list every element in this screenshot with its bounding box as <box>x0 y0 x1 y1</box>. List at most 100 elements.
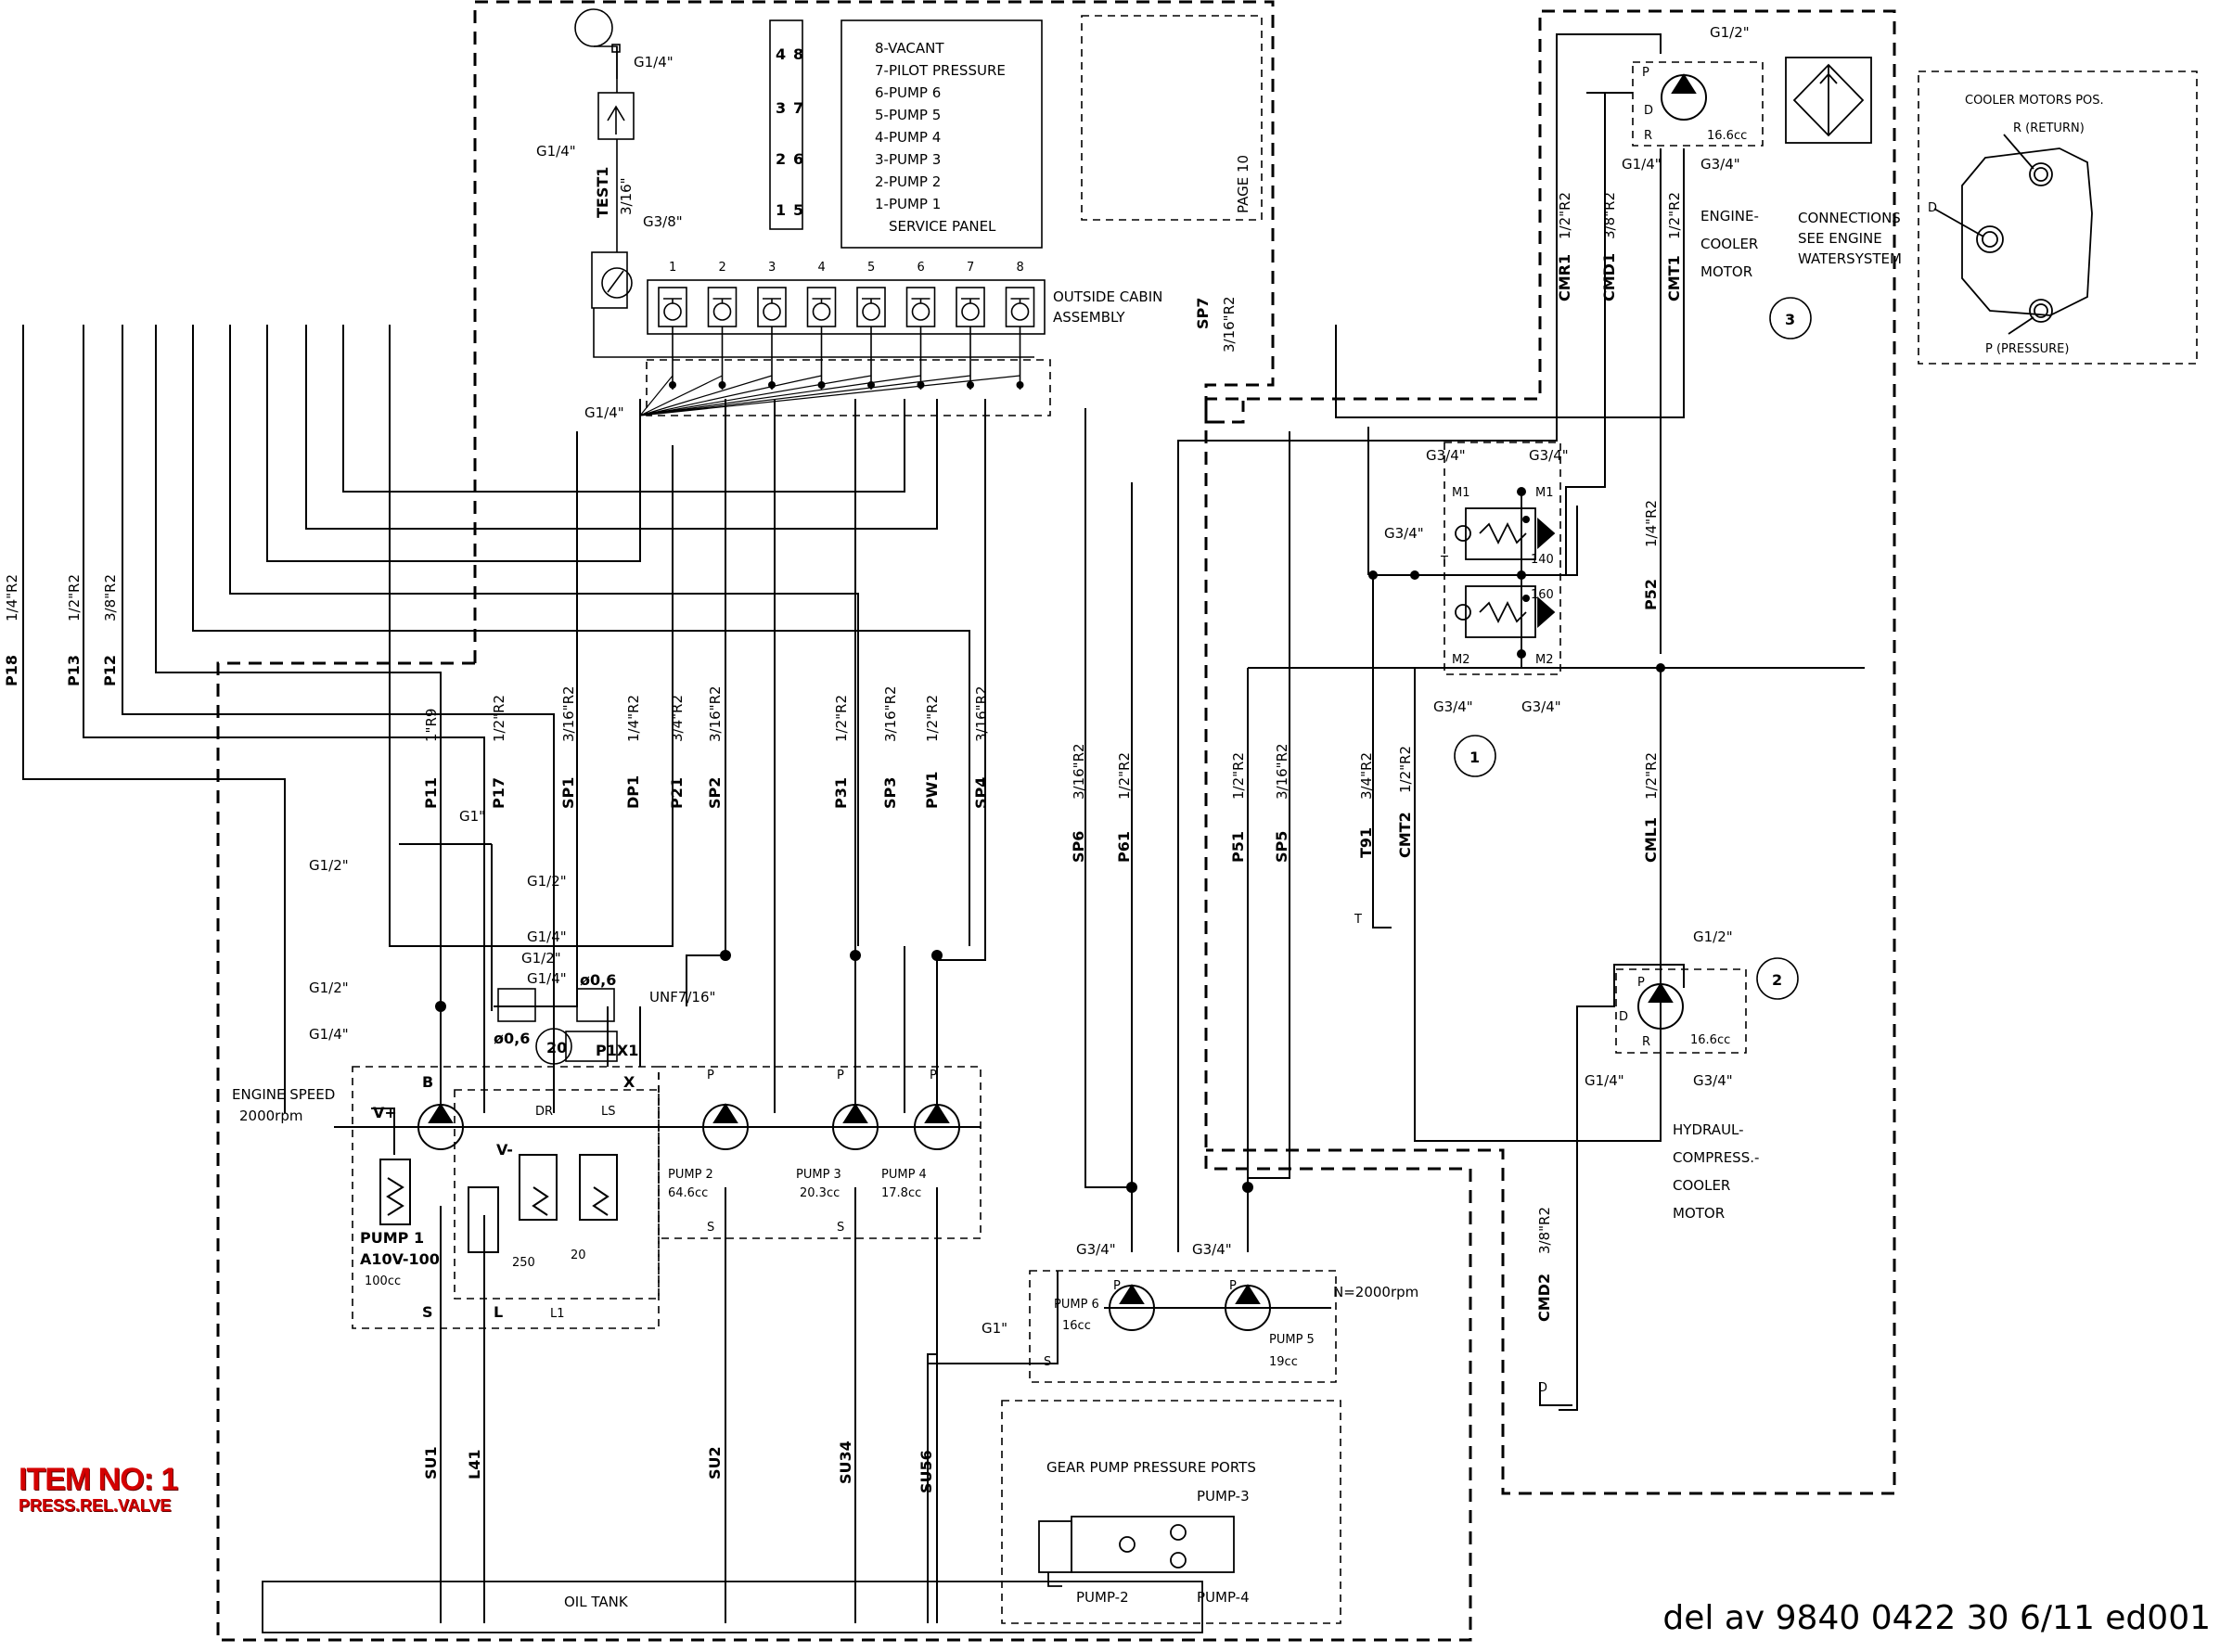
fitting-g14-b: G1/4" <box>527 970 567 987</box>
hc-g34: G3/4" <box>1693 1072 1733 1089</box>
service-panel-block <box>574 8 1046 358</box>
rv-t: T <box>1440 555 1448 569</box>
hose-p31: P31 <box>832 777 850 809</box>
oil-tank <box>262 1581 1203 1633</box>
port-l1: L1 <box>550 1307 565 1321</box>
setting-250: 250 <box>512 1256 535 1270</box>
gear-s: S <box>1044 1355 1051 1369</box>
pump1-model: A10V-100 <box>360 1250 440 1268</box>
outside-cabin-2: ASSEMBLY <box>1053 309 1125 326</box>
g38-label: G3/8" <box>643 213 683 230</box>
text-layer: 8-VACANT 7-PILOT PRESSURE 6-PUMP 6 5-PUM… <box>3 24 2104 1610</box>
cooler-pos-d: D <box>1928 201 1937 215</box>
gear-p5: P <box>1229 1279 1237 1293</box>
hose-p13-size: 1/2"R2 <box>66 574 83 621</box>
gear-p6: P <box>1113 1279 1121 1293</box>
port-vminus: V- <box>496 1141 513 1159</box>
test-size: 3/16" <box>618 177 635 215</box>
hose-dp1-size: 1/4"R2 <box>625 695 642 742</box>
dashed-enclosures <box>216 0 1896 1642</box>
port-vplus: V+ <box>373 1104 397 1121</box>
ec-port-d: D <box>1644 104 1653 118</box>
hose-cmr1: CMR1 <box>1556 254 1573 301</box>
pump3-name: PUMP 3 <box>796 1168 841 1182</box>
fitting-g12-c: G1/2" <box>521 950 561 967</box>
hyd-cooler-3: COOLER <box>1673 1177 1730 1194</box>
rv-140: 140 <box>1531 553 1554 567</box>
fitting-g12-a: G1/2" <box>309 857 349 874</box>
test-point-7: 7 <box>956 261 985 390</box>
callout-2: 2 <box>1772 971 1782 989</box>
test-point-number: 3 <box>768 261 776 275</box>
port-ls: LS <box>601 1105 616 1119</box>
port-p2: P <box>707 1069 714 1082</box>
hose-sp2: SP2 <box>706 777 724 809</box>
suction-l41: L41 <box>466 1450 483 1479</box>
hose-pw1-size: 1/2"R2 <box>924 695 941 742</box>
port-p4: P <box>930 1069 937 1082</box>
connections-1: CONNECTIONS <box>1798 210 1901 226</box>
port-x: X <box>623 1073 635 1091</box>
ec-port-p: P <box>1642 66 1649 80</box>
hose-sp5-size: 3/16"R2 <box>1274 743 1290 800</box>
cooler-pos-return: R (RETURN) <box>2013 122 2085 135</box>
legend-line-9: SERVICE PANEL <box>889 218 996 235</box>
panel-num-3: 3 <box>776 99 786 117</box>
hose-cmt1-size: 1/2"R2 <box>1666 192 1683 239</box>
sp7-tag: SP7 <box>1194 298 1212 329</box>
rv-m2-left: M2 <box>1452 653 1470 667</box>
gauge-fan-lines <box>639 375 1020 416</box>
pump2-name: PUMP 2 <box>668 1168 713 1182</box>
hose-lines <box>22 33 1865 1623</box>
panel-num-2: 2 <box>776 150 786 168</box>
legend-line-8: 1-PUMP 1 <box>875 196 941 212</box>
sp7-size: 3/16"R2 <box>1221 296 1238 352</box>
hyd-cooler-1: HYDRAUL- <box>1673 1121 1744 1138</box>
hc-port-r: R <box>1642 1035 1650 1049</box>
test-point-number: 4 <box>818 261 826 275</box>
suction-su1: SU1 <box>422 1446 440 1479</box>
port-s3: S <box>837 1221 844 1235</box>
test-point-1: 1 <box>658 261 687 390</box>
callout-1: 1 <box>1469 749 1480 766</box>
hc-port-p: P <box>1637 976 1645 990</box>
hc-g14: G1/4" <box>1585 1072 1624 1089</box>
engine-cooler-3: MOTOR <box>1700 263 1752 280</box>
port-l: L <box>494 1303 503 1321</box>
pump6-name: PUMP 6 <box>1054 1298 1099 1312</box>
connections-2: SEE ENGINE <box>1798 230 1882 247</box>
ec-g12: G1/2" <box>1710 24 1750 41</box>
item-number: ITEM NO: 1 <box>19 1462 178 1497</box>
legend-line-3: 6-PUMP 6 <box>875 84 941 101</box>
rv-g34-e: G3/4" <box>1521 698 1561 715</box>
fitting-g12-b: G1/2" <box>527 873 567 890</box>
hose-p13: P13 <box>65 655 83 686</box>
hose-p12-size: 3/8"R2 <box>102 574 119 621</box>
hose-cmt1: CMT1 <box>1665 255 1683 301</box>
test-point-8: 8 <box>1005 261 1035 390</box>
pump5-name: PUMP 5 <box>1269 1333 1315 1347</box>
hose-cmd1-size: 3/8"R2 <box>1601 192 1618 239</box>
engine-cooler-cc: 16.6cc <box>1707 129 1747 143</box>
setting-20: 20 <box>571 1249 586 1262</box>
hose-p51: P51 <box>1229 831 1247 863</box>
test-point-number: 7 <box>967 261 974 275</box>
test-label: TEST1 <box>594 167 611 218</box>
hose-t91: T91 <box>1357 827 1375 858</box>
pump1-cc: 100cc <box>365 1274 401 1288</box>
ports-pump2: PUMP-2 <box>1076 1589 1129 1606</box>
ports-pump3: PUMP-3 <box>1197 1488 1250 1505</box>
rv-m2-right: M2 <box>1535 653 1554 667</box>
test-point-6: 6 <box>905 261 936 390</box>
port-s: S <box>422 1303 433 1321</box>
item-description: PRESS.REL.VALVE <box>19 1495 172 1515</box>
ec-g34: G3/4" <box>1700 156 1740 173</box>
hyd-cooler-4: MOTOR <box>1673 1205 1725 1222</box>
rv-g34-b: G3/4" <box>1529 447 1569 464</box>
test-point-number: 1 <box>669 261 676 275</box>
port-dr: DR <box>535 1105 553 1119</box>
ec-g14: G1/4" <box>1622 156 1662 173</box>
hose-p11-size: 1"R9 <box>423 709 440 742</box>
panel-num-8: 8 <box>793 45 803 63</box>
